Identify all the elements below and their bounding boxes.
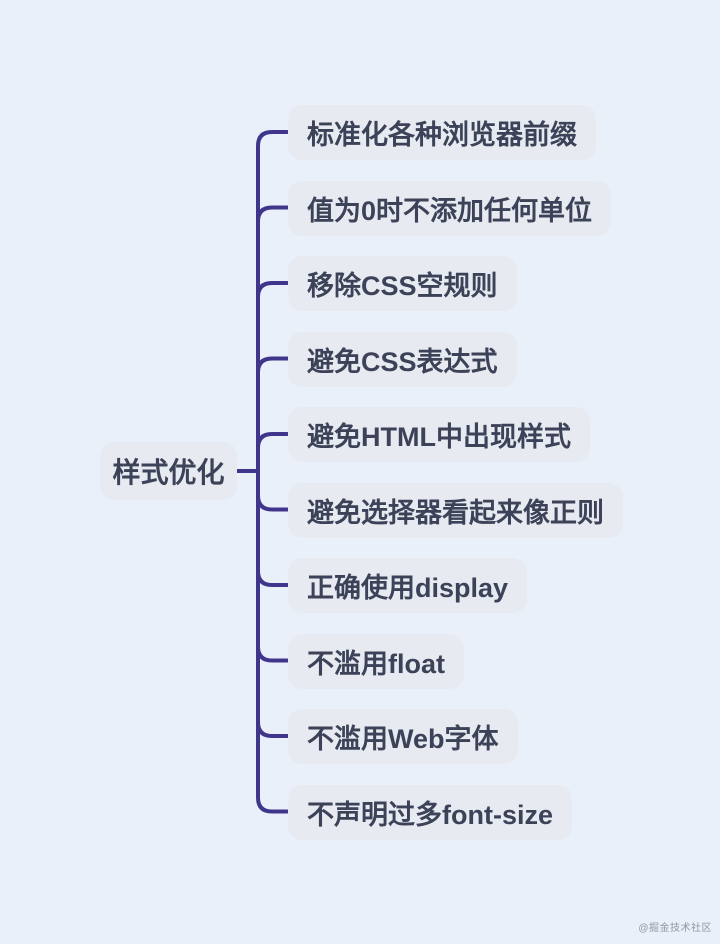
connector-branch xyxy=(256,356,289,473)
connector-branch xyxy=(256,469,289,587)
mindmap-node-no-webfont-abuse[interactable]: 不滥用Web字体 xyxy=(288,709,518,764)
connector-branch xyxy=(256,130,289,473)
mindmap-node-remove-empty-rules[interactable]: 移除CSS空规则 xyxy=(288,256,517,311)
connector-branch xyxy=(256,281,289,473)
watermark: @掘金技术社区 xyxy=(638,923,712,934)
mindmap-node-zero-no-unit[interactable]: 值为0时不添加任何单位 xyxy=(288,181,612,236)
connector-branch xyxy=(256,469,289,814)
mindmap-node-avoid-css-expressions[interactable]: 避免CSS表达式 xyxy=(288,332,517,387)
connector-branch xyxy=(256,432,289,473)
mindmap-node-no-float-abuse[interactable]: 不滥用float xyxy=(288,634,464,689)
mindmap-node-avoid-regex-selectors[interactable]: 避免选择器看起来像正则 xyxy=(288,483,623,538)
connector-branch xyxy=(256,469,289,663)
mindmap-root-node[interactable]: 样式优化 xyxy=(100,442,237,500)
mindmap-node-limit-font-size[interactable]: 不声明过多font-size xyxy=(288,785,572,840)
mindmap-node-avoid-inline-styles[interactable]: 避免HTML中出现样式 xyxy=(288,407,590,462)
connector-branch xyxy=(256,469,289,512)
connector-branch xyxy=(256,205,289,473)
mindmap-node-use-display-correctly[interactable]: 正确使用display xyxy=(288,558,528,613)
mindmap-node-browser-prefixes[interactable]: 标准化各种浏览器前缀 xyxy=(288,105,596,160)
